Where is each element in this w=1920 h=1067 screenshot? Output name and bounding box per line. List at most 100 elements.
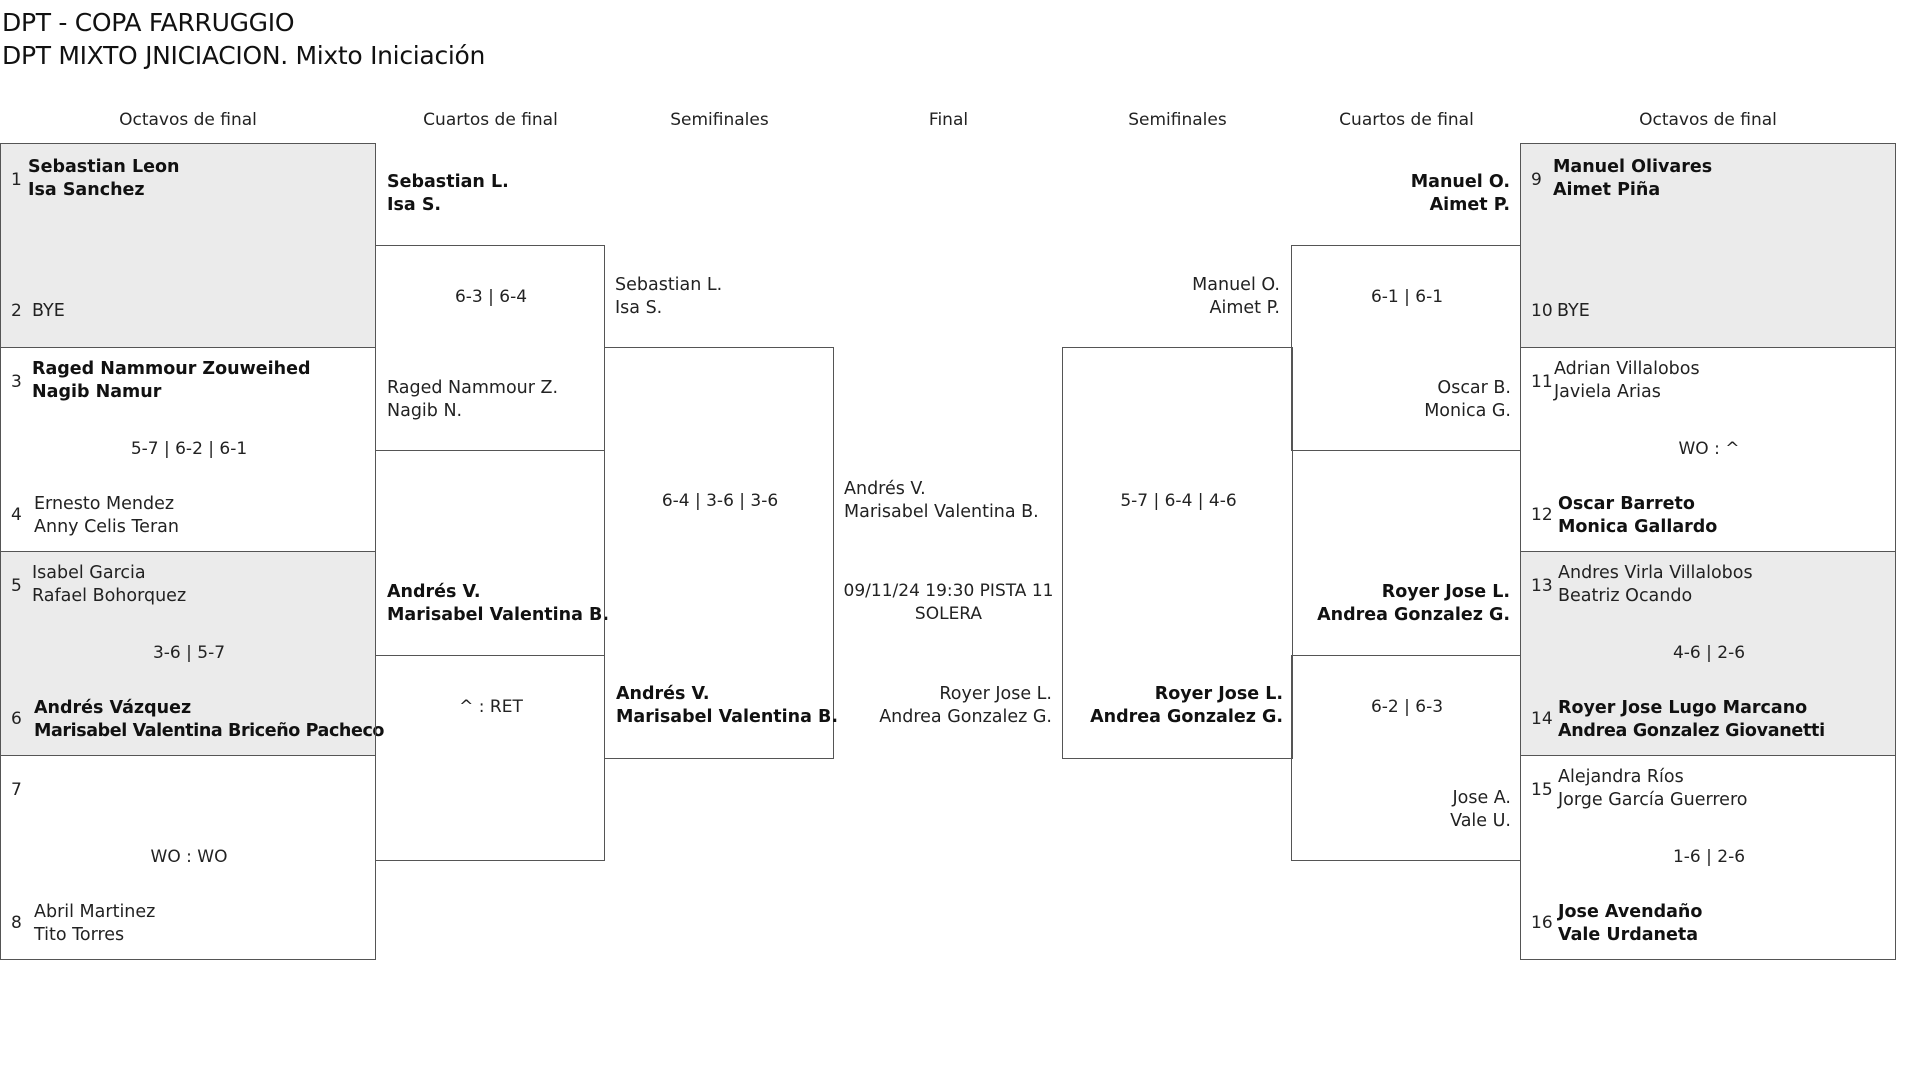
match-r16-right-3: 13 Andres Virla Villalobos Beatriz Ocand… <box>1520 551 1896 756</box>
player-name: Adrian Villalobos <box>1554 359 1700 379</box>
round-header-sf-right: Semifinales <box>1128 110 1227 130</box>
team-b: Oscar B. Monica G. <box>1424 377 1511 423</box>
player-name: Royer Jose L. <box>1154 684 1283 704</box>
player-name: BYE <box>1557 301 1590 321</box>
match-r16-left-1: 1 Sebastian Leon Isa Sanchez 2 BYE <box>0 143 376 348</box>
round-header-r16-left: Octavos de final <box>119 110 257 130</box>
player-name: Marisabel Valentina Briceño Pacheco <box>34 721 385 741</box>
final-schedule: 09/11/24 19:30 PISTA 11 SOLERA <box>834 580 1063 626</box>
player-name: Vale U. <box>1450 811 1511 831</box>
player-name: Isabel Garcia <box>32 563 146 583</box>
qf-left-1-team-a: Sebastian L. Isa S. <box>387 171 509 217</box>
team-b: Jose A. Vale U. <box>1450 787 1511 833</box>
seed-number: 14 <box>1531 709 1553 729</box>
player-name: Andrés Vázquez <box>34 698 192 718</box>
sf-left-team-a: Sebastian L. Isa S. <box>615 274 722 320</box>
player-name: Oscar B. <box>1437 378 1511 398</box>
match-score: 6-2 | 6-3 <box>1370 697 1444 717</box>
match-r16-right-1: 9 Manuel Olivares Aimet Piña 10 BYE <box>1520 143 1896 348</box>
player-name: Andrea Gonzalez G. <box>1090 707 1283 727</box>
team-b: BYE <box>32 300 65 323</box>
player-name: Raged Nammour Z. <box>387 378 559 398</box>
player-name: Royer Jose L. <box>939 684 1052 704</box>
player-name: Manuel O. <box>1410 172 1510 192</box>
player-name: Marisabel Valentina B. <box>844 502 1039 522</box>
player-name: Vale Urdaneta <box>1558 925 1699 945</box>
seed-number: 1 <box>11 170 22 190</box>
team-a: Andres Virla Villalobos Beatriz Ocando <box>1558 562 1753 608</box>
match-score: ^ : RET <box>459 697 523 717</box>
seed-number: 5 <box>11 576 22 596</box>
match-score: 1-6 | 2-6 <box>1672 847 1746 867</box>
player-name: Sebastian L. <box>387 172 509 192</box>
match-r16-left-4: 7 WO : WO 8 Abril Martinez Tito Torres <box>0 755 376 960</box>
player-name: Isa S. <box>615 298 663 318</box>
player-name: Andrés V. <box>616 684 710 704</box>
seed-number: 4 <box>11 505 22 525</box>
team-b: Raged Nammour Z. Nagib N. <box>387 377 558 423</box>
match-qf-left-1: 6-3 | 6-4 Raged Nammour Z. Nagib N. <box>375 245 605 451</box>
player-name: Royer Jose L. <box>1381 582 1510 602</box>
player-name: Isa S. <box>387 195 442 215</box>
seed-number: 8 <box>11 913 22 933</box>
player-name: Monica Gallardo <box>1558 517 1718 537</box>
player-name: Anny Celis Teran <box>34 517 179 537</box>
team-a: Isabel Garcia Rafael Bohorquez <box>32 562 186 608</box>
match-r16-left-3: 5 Isabel Garcia Rafael Bohorquez 3-6 | 5… <box>0 551 384 756</box>
team-a: Raged Nammour Zouweihed Nagib Namur <box>32 358 311 404</box>
team-a: Adrian Villalobos Javiela Arias <box>1554 358 1700 404</box>
player-name: Jose Avendaño <box>1558 902 1703 922</box>
player-name: Andrés V. <box>844 479 926 499</box>
team-b: Royer Jose Lugo Marcano Andrea Gonzalez … <box>1558 697 1825 743</box>
player-name: Rafael Bohorquez <box>32 586 187 606</box>
match-score: 3-6 | 5-7 <box>152 643 226 663</box>
seed-number: 16 <box>1531 913 1553 933</box>
player-name: Marisabel Valentina B. <box>616 707 838 727</box>
match-r16-right-4: 15 Alejandra Ríos Jorge García Guerrero … <box>1520 755 1896 960</box>
player-name: Andrea Gonzalez Giovanetti <box>1558 721 1825 741</box>
player-name: Aimet P. <box>1429 195 1510 215</box>
round-header-qf-left: Cuartos de final <box>423 110 558 130</box>
match-score: 5-7 | 6-4 | 4-6 <box>1120 491 1237 511</box>
team-b: Jose Avendaño Vale Urdaneta <box>1558 901 1702 947</box>
schedule-datetime-court: 09/11/24 19:30 PISTA 11 <box>843 581 1054 601</box>
match-sf-right: 5-7 | 6-4 | 4-6 Royer Jose L. Andrea Gon… <box>1062 347 1293 759</box>
player-name: Isa Sanchez <box>28 180 145 200</box>
schedule-venue: SOLERA <box>914 604 983 624</box>
seed-number: 11 <box>1531 372 1553 392</box>
player-name: Tito Torres <box>34 925 125 945</box>
sf-right-team-a: Manuel O. Aimet P. <box>1192 274 1280 320</box>
player-name: Raged Nammour Zouweihed <box>32 359 311 379</box>
round-header-r16-right: Octavos de final <box>1639 110 1777 130</box>
team-b: Ernesto Mendez Anny Celis Teran <box>34 493 179 539</box>
seed-number: 3 <box>11 372 22 392</box>
round-header-qf-right: Cuartos de final <box>1339 110 1474 130</box>
match-score: 6-3 | 6-4 <box>454 287 528 307</box>
player-name: Andrea Gonzalez G. <box>879 707 1052 727</box>
player-name: Andres Virla Villalobos <box>1558 563 1753 583</box>
seed-number: 12 <box>1531 505 1553 525</box>
player-name: Jose A. <box>1452 788 1511 808</box>
match-qf-left-2: ^ : RET <box>375 655 605 861</box>
match-r16-right-2: 11 Adrian Villalobos Javiela Arias WO : … <box>1520 347 1896 552</box>
final-team-a: Andrés V. Marisabel Valentina B. <box>844 478 1039 524</box>
player-name: Jorge García Guerrero <box>1558 790 1748 810</box>
final-team-b: Royer Jose L. Andrea Gonzalez G. <box>879 683 1052 729</box>
player-name: Abril Martinez <box>34 902 156 922</box>
player-name: Monica G. <box>1424 401 1511 421</box>
player-name: Sebastian Leon <box>28 157 180 177</box>
player-name: Nagib N. <box>387 401 463 421</box>
player-name: Royer Jose Lugo Marcano <box>1558 698 1808 718</box>
tournament-title: DPT - COPA FARRUGGIO <box>2 8 295 37</box>
team-b: Abril Martinez Tito Torres <box>34 901 155 947</box>
player-name: Andrea Gonzalez G. <box>1317 605 1510 625</box>
player-name: Oscar Barreto <box>1558 494 1695 514</box>
qf-right-2-team-a: Royer Jose L. Andrea Gonzalez G. <box>1317 581 1510 627</box>
player-name: Aimet Piña <box>1553 180 1661 200</box>
qf-right-1-team-a: Manuel O. Aimet P. <box>1411 171 1510 217</box>
seed-number: 6 <box>11 709 22 729</box>
seed-number: 7 <box>11 780 22 800</box>
player-name: Marisabel Valentina B. <box>387 605 609 625</box>
team-a: Manuel Olivares Aimet Piña <box>1553 156 1712 202</box>
team-a: Sebastian Leon Isa Sanchez <box>28 156 179 202</box>
